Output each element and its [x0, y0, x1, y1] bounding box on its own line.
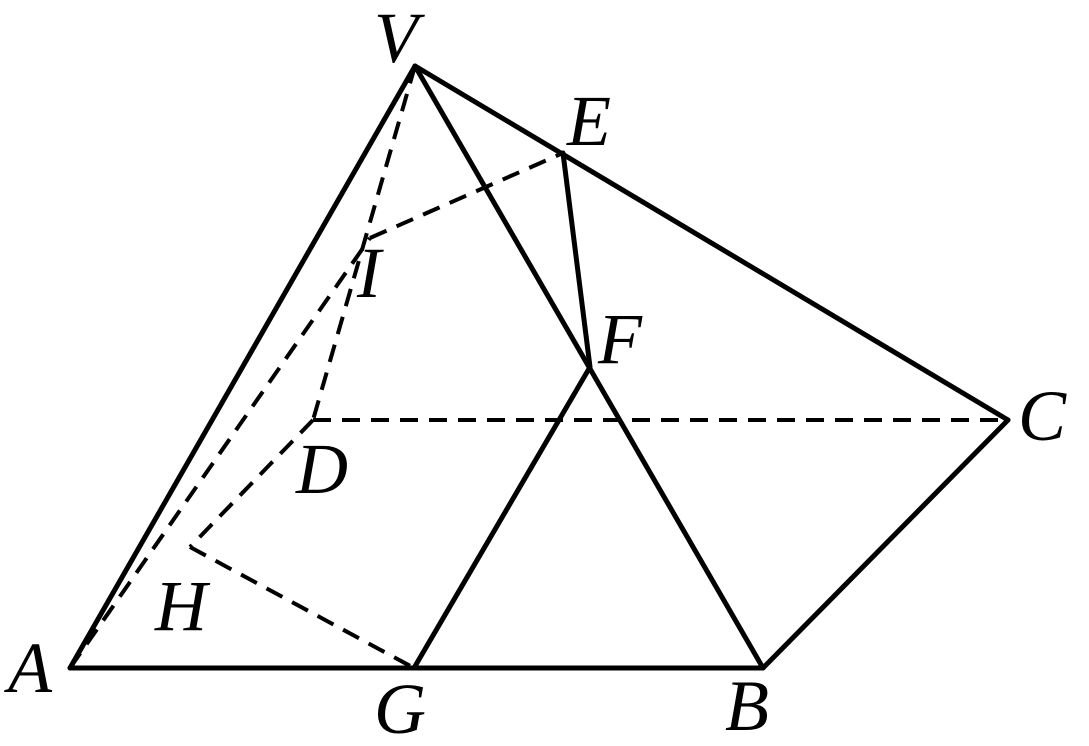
edge-VD — [311, 65, 417, 421]
label-F: F — [597, 299, 643, 379]
edge-AI — [68, 236, 372, 670]
edge-EF — [560, 150, 593, 370]
label-H: H — [154, 566, 211, 646]
edge-FG — [411, 364, 593, 671]
edge-BC — [760, 417, 1011, 671]
edge-AV — [67, 63, 418, 671]
edge-DH — [188, 418, 315, 549]
label-A: A — [4, 628, 53, 708]
label-B: B — [725, 666, 769, 746]
label-D: D — [295, 429, 348, 509]
label-E: E — [566, 81, 611, 161]
label-G: G — [374, 669, 426, 746]
label-C: C — [1018, 376, 1067, 456]
label-V: V — [374, 0, 425, 78]
edge-IE — [369, 151, 564, 240]
edge-VC — [412, 63, 1011, 423]
label-I: I — [356, 233, 384, 313]
edge-HG — [189, 545, 415, 670]
